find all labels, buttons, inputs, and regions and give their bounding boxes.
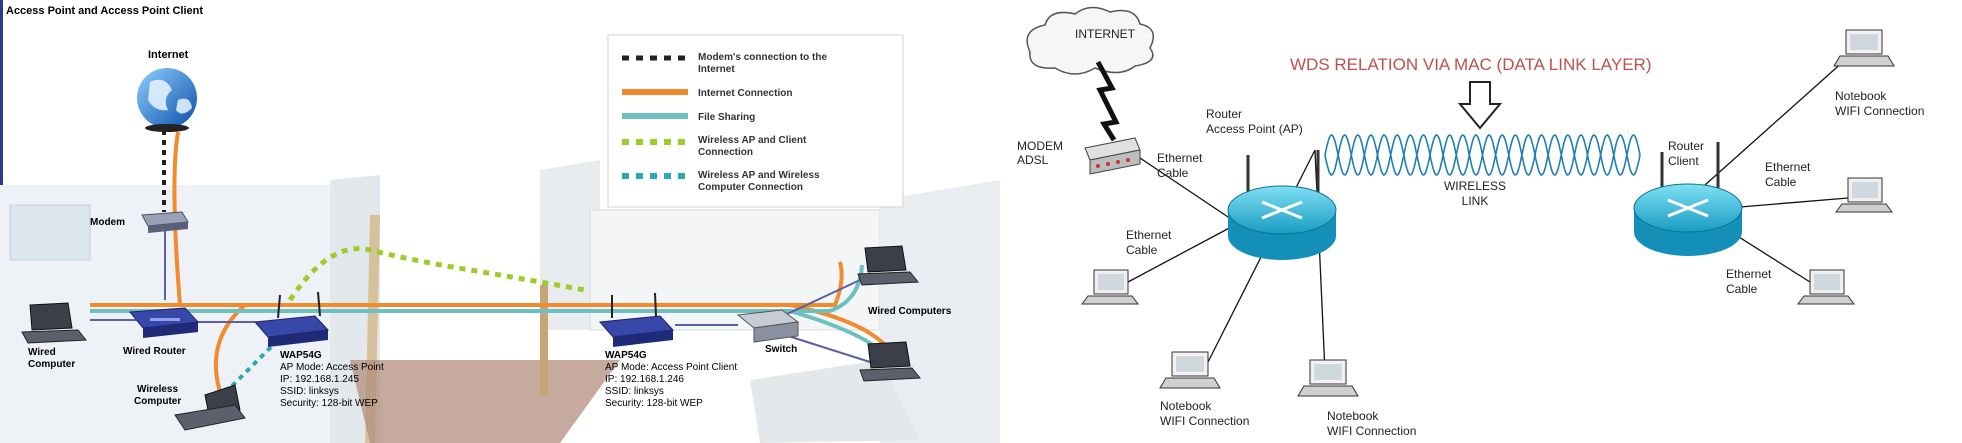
lightning-bolt-icon: [1095, 60, 1120, 142]
wap54g-client-icon: [598, 292, 675, 347]
wap2-mode: AP Mode: Access Point Client: [605, 362, 737, 373]
wap2-security: Security: 128-bit WEP: [605, 398, 703, 409]
wired-computers-icon-2: [859, 341, 921, 382]
wap1-security: Security: 128-bit WEP: [280, 398, 378, 409]
wap2-ssid: SSID: linksys: [605, 386, 664, 397]
internet-label: Internet: [148, 49, 189, 61]
panel-divider: [1003, 0, 1007, 443]
left-title: Access Point and Access Point Client: [6, 5, 203, 17]
desktop-computer-icon-right-1: [1835, 177, 1893, 213]
modem-label: Modem: [90, 217, 125, 228]
router-access-point-icon: [1227, 150, 1337, 260]
cloud-internet-label: INTERNET: [1075, 27, 1136, 41]
wired-computer-icon: [21, 302, 87, 344]
connection-lines: [90, 130, 887, 393]
notebook-icon-3: [1833, 29, 1895, 67]
wired-router-label: Wired Router: [123, 346, 186, 357]
switch-label: Switch: [765, 344, 797, 355]
wap1-ssid: SSID: linksys: [280, 386, 339, 397]
wap1-name: WAP54G: [280, 350, 322, 361]
notebook-icon-1: [1159, 351, 1221, 389]
desktop-computer-icon-right-2: [1797, 269, 1855, 305]
internet-cloud-icon: [1026, 6, 1155, 75]
legend-file-sharing-label: File Sharing: [698, 112, 755, 123]
internet-line-main: [90, 261, 844, 307]
left-diagram: Access Point and Access Point Client: [0, 0, 1000, 443]
file-sharing-main: [90, 264, 864, 313]
wds-title: WDS RELATION VIA MAC (DATA LINK LAYER): [1290, 55, 1651, 74]
notebook-icon-2: [1297, 359, 1359, 397]
cable-switch-pc2: [784, 334, 871, 363]
wired-router-icon: [129, 307, 200, 338]
wired-computers-label: Wired Computers: [868, 306, 952, 317]
wireless-link-wave: [1324, 134, 1641, 176]
router-client-icon: [1633, 142, 1743, 256]
internet-line-up: [172, 131, 182, 306]
down-arrow-icon: [1457, 81, 1503, 130]
internet-globe-icon: [137, 68, 197, 132]
wireless-computer-label-2: Computer: [134, 396, 181, 407]
wap2-ip: IP: 192.168.1.246: [605, 374, 684, 385]
legend-internet-label: Internet Connection: [698, 88, 792, 99]
wired-computers-icon-1: [857, 245, 919, 286]
wired-computer-label-1: Wired: [28, 347, 56, 358]
switch-icon: [736, 309, 800, 343]
desktop-computer-icon-left: [1081, 269, 1139, 305]
wireless-computer-label-1: Wireless: [137, 384, 178, 395]
wired-computer-label-2: Computer: [28, 359, 75, 370]
right-diagram: INTERNET WDS RELATION VIA MAC (DATA LINK…: [1017, 6, 1924, 438]
wap1-ip: IP: 192.168.1.245: [280, 374, 359, 385]
wap1-mode: AP Mode: Access Point: [280, 362, 384, 373]
wap54g-access-point-icon: [253, 291, 330, 347]
modem-adsl-icon: [1084, 137, 1141, 175]
wap2-name: WAP54G: [605, 350, 647, 361]
wireless-ap-computer-link: [228, 338, 280, 390]
modem-icon: [141, 211, 189, 233]
cable-switch-pc1: [784, 279, 861, 316]
wireless-ap-client-link: [287, 246, 586, 302]
wireless-computer-icon: [174, 384, 246, 431]
internet-line-switch: [789, 303, 887, 347]
